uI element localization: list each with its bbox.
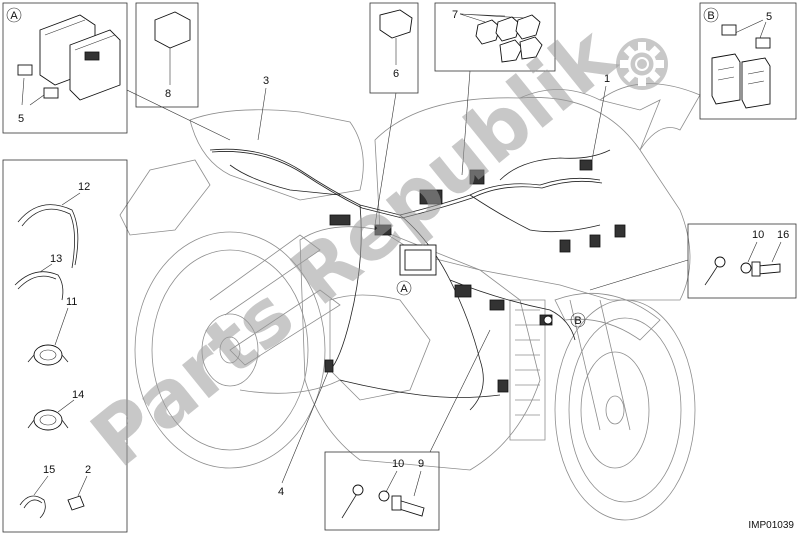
detail-box-ground-9-10: 10 9 xyxy=(324,451,440,531)
callout-14: 14 xyxy=(72,389,84,401)
callout-8: 8 xyxy=(165,88,171,100)
bike-marker-a: A xyxy=(400,283,408,295)
watermark-text: Parts Republik xyxy=(75,9,633,485)
detail-box-ground-10-16: 10 16 xyxy=(687,223,797,299)
detail-box-8: 8 xyxy=(135,2,199,108)
callout-3: 3 xyxy=(263,75,269,87)
callout-2: 2 xyxy=(85,464,91,476)
callout-9: 9 xyxy=(418,458,424,470)
detail-box-clamps: 12 13 11 14 15 2 xyxy=(2,159,128,533)
detail-box-6: 6 xyxy=(369,2,419,94)
callout-11: 11 xyxy=(66,296,77,308)
detail-box-b: B 5 xyxy=(699,2,797,120)
callout-7: 7 xyxy=(452,9,458,21)
callout-6: 6 xyxy=(393,68,399,80)
callout-4: 4 xyxy=(278,486,284,498)
wiring-harness xyxy=(209,148,626,411)
callout-5a: 5 xyxy=(18,113,24,125)
gear-icon xyxy=(616,38,668,90)
watermark: Parts Republik xyxy=(75,9,668,485)
detail-box-a: A 5 xyxy=(2,2,128,134)
callout-15: 15 xyxy=(43,464,55,476)
drawing-code: IMP01039 xyxy=(748,520,794,531)
main-callouts: 3 1 4 A B xyxy=(126,70,689,498)
callout-1: 1 xyxy=(604,73,610,85)
callout-12: 12 xyxy=(78,181,90,193)
callout-10b: 10 xyxy=(752,229,764,241)
detail-marker-b: B xyxy=(707,10,714,22)
callout-16: 16 xyxy=(777,229,789,241)
callout-10a: 10 xyxy=(392,458,404,470)
bike-marker-b: B xyxy=(574,315,581,327)
detail-marker-a: A xyxy=(10,10,18,22)
detail-box-7: 7 xyxy=(434,2,556,72)
callout-13: 13 xyxy=(50,253,62,265)
motorcycle-outline xyxy=(119,83,701,521)
callout-5b: 5 xyxy=(766,11,772,23)
